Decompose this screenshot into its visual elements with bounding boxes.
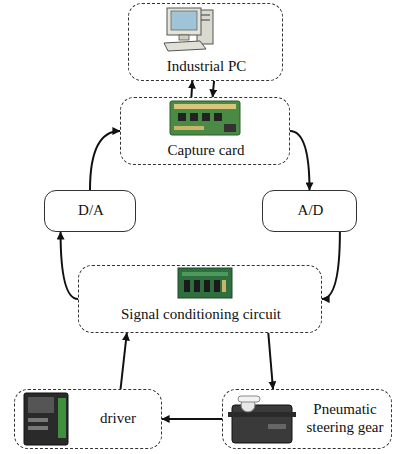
computer-icon — [164, 8, 213, 51]
servo-image — [228, 396, 296, 443]
node-label: driver — [77, 410, 159, 427]
circuit-board-image — [178, 268, 232, 298]
node-label: Pneumatic steering gear — [301, 401, 389, 436]
circuit-box: Signal conditioning circuit — [78, 265, 322, 333]
signal-arrow — [290, 131, 310, 190]
signal-arrow — [61, 232, 78, 299]
capture-card-image — [170, 101, 240, 135]
signal-arrow — [322, 232, 340, 299]
converter-box: D/A — [44, 190, 136, 232]
driver-box: driver — [14, 389, 162, 449]
node-label: Industrial PC — [129, 58, 284, 75]
node-label: A/D — [263, 202, 358, 219]
actuator-box: Pneumatic steering gear — [222, 389, 392, 449]
card-box: Capture card — [120, 97, 290, 165]
signal-arrow — [90, 131, 120, 190]
signal-arrow — [213, 81, 214, 97]
driver-image — [24, 393, 68, 445]
node-label: Signal conditioning circuit — [79, 306, 323, 323]
signal-arrow — [268, 333, 273, 389]
signal-arrow — [190, 81, 193, 97]
signal-arrow — [121, 333, 127, 389]
converter-box: A/D — [262, 190, 357, 232]
signal-arrow — [162, 418, 222, 420]
computer-box: Industrial PC — [128, 3, 283, 81]
node-label: Capture card — [121, 142, 291, 159]
node-label: D/A — [45, 202, 137, 219]
